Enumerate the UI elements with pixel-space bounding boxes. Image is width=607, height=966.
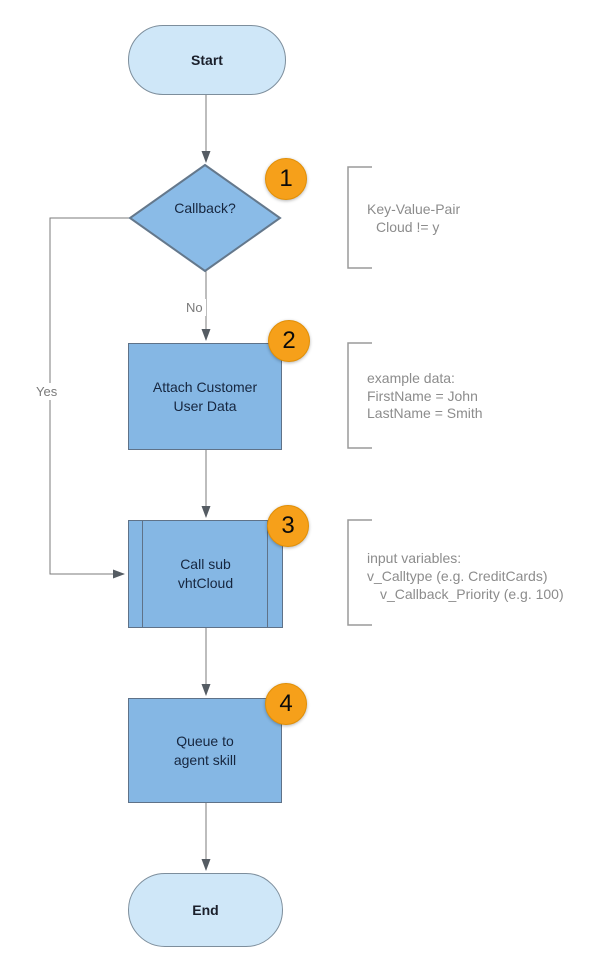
note-key-value-pair: Key-Value-Pair Cloud != y xyxy=(367,201,460,236)
subprocess-inner-line-right xyxy=(267,521,268,627)
start-node-label: Start xyxy=(191,51,223,68)
step-badge-3: 3 xyxy=(267,505,309,547)
note-input-variables: input variables: v_Calltype (e.g. Credit… xyxy=(367,549,564,603)
note-bracket-1 xyxy=(347,166,372,269)
process-node-attach-customer-user-data: Attach Customer User Data xyxy=(128,343,282,450)
note-line: v_Calltype (e.g. CreditCards) xyxy=(367,568,548,584)
arrow-yes-decision-to-callsub xyxy=(49,217,130,579)
note-line: input variables: xyxy=(367,550,462,566)
step-badge-2: 2 xyxy=(268,320,310,362)
edge-label-no: No xyxy=(183,299,206,316)
decision-node-label: Callback? xyxy=(174,200,236,216)
end-node-label: End xyxy=(192,901,219,918)
step-badge-4: 4 xyxy=(265,683,307,725)
note-line: Cloud != y xyxy=(376,218,440,235)
edge-label-yes: Yes xyxy=(33,383,61,400)
note-line: Key-Value-Pair xyxy=(367,201,461,217)
end-node: End xyxy=(128,873,283,947)
start-node: Start xyxy=(128,25,286,95)
note-line: example data: xyxy=(367,370,455,386)
step-badge-1: 1 xyxy=(265,158,307,200)
note-line: v_Callback_Priority (e.g. 100) xyxy=(380,586,564,602)
queue-node-label: Queue to agent skill xyxy=(173,732,237,768)
note-line: LastName = Smith xyxy=(367,405,483,421)
subprocess-inner-line-left xyxy=(142,521,143,627)
callsub-node-label: Call sub vhtCloud xyxy=(177,556,234,591)
process-node-queue-to-agent-skill: Queue to agent skill xyxy=(128,698,282,803)
note-example-data: example data: FirstName = John LastName … xyxy=(367,370,483,423)
decision-node: Callback? xyxy=(130,199,280,218)
note-bracket-3 xyxy=(347,519,372,626)
note-line: FirstName = John xyxy=(367,387,478,404)
decision-node-diamond xyxy=(128,163,282,273)
attach-node-label: Attach Customer User Data xyxy=(152,378,258,414)
subprocess-node-call-sub-vhtcloud: Call sub vhtCloud xyxy=(128,520,283,628)
note-bracket-2 xyxy=(347,342,372,449)
